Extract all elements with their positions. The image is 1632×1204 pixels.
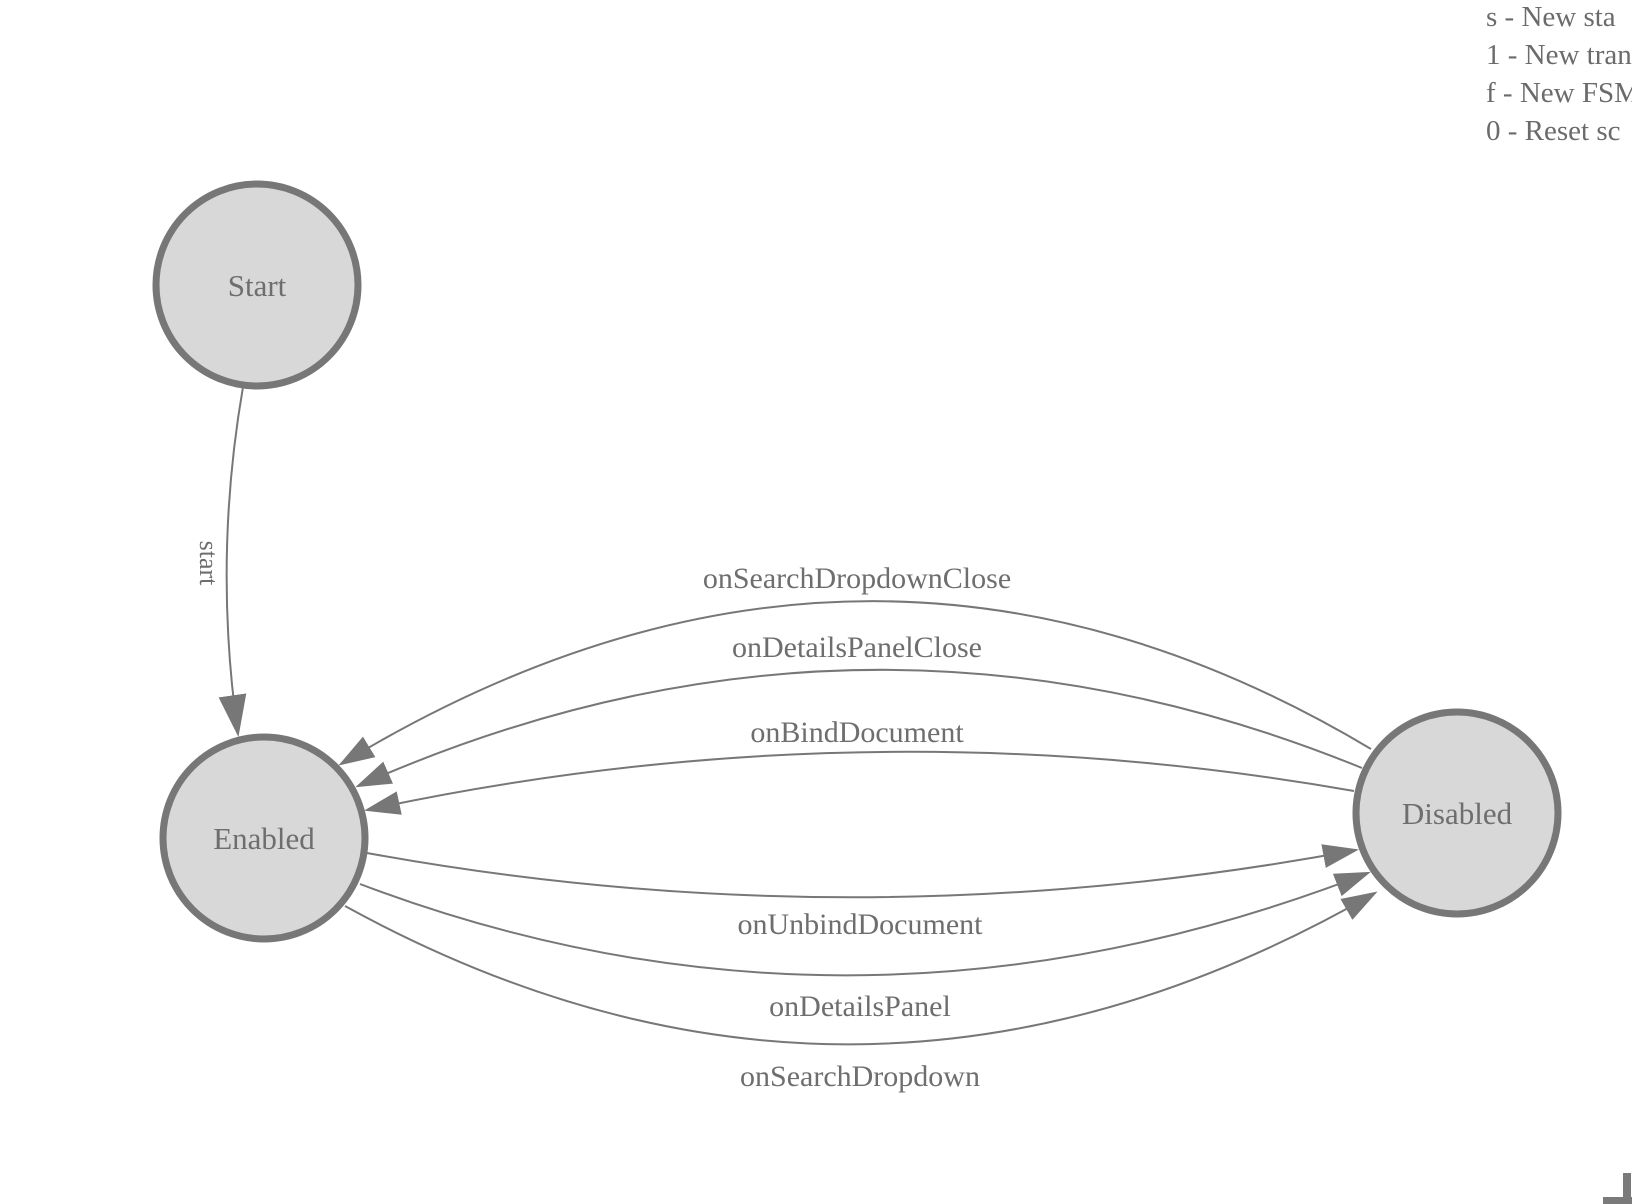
transition-onSearchDropdown-edge[interactable] bbox=[344, 891, 1378, 1046]
state-start-label: Start bbox=[228, 268, 287, 303]
transition-onDetailsPanelClose[interactable]: onDetailsPanelClose bbox=[355, 631, 1363, 788]
transition-onBindDocument[interactable]: onBindDocument bbox=[364, 716, 1355, 815]
shortcut-legend: s - New sta 1 - New tran f - New FSM 0 -… bbox=[1486, 0, 1632, 150]
transition-onUnbindDocument[interactable]: onUnbindDocument bbox=[366, 844, 1359, 941]
state-start-circle[interactable] bbox=[152, 180, 362, 390]
transition-start[interactable]: start bbox=[194, 386, 247, 737]
transition-onSearchDropdownClose[interactable]: onSearchDropdownClose bbox=[338, 562, 1372, 766]
state-disabled-label: Disabled bbox=[1402, 796, 1513, 831]
transition-onDetailsPanel-label[interactable]: onDetailsPanel bbox=[769, 990, 951, 1023]
legend-line-new-transition: 1 - New tran bbox=[1486, 39, 1632, 71]
transition-onUnbindDocument-label[interactable]: onUnbindDocument bbox=[738, 908, 984, 941]
transition-onDetailsPanel[interactable]: onDetailsPanel bbox=[359, 871, 1371, 1023]
state-enabled-label: Enabled bbox=[213, 821, 315, 856]
legend-line-reset: 0 - Reset sc bbox=[1486, 115, 1621, 147]
transition-onDetailsPanel-edge[interactable] bbox=[359, 871, 1371, 977]
transition-onUnbindDocument-edge[interactable] bbox=[366, 844, 1359, 899]
clipped-corner-element-vertical bbox=[1623, 1173, 1631, 1204]
legend-line-new-state: s - New sta bbox=[1486, 1, 1616, 33]
transition-start-edge[interactable] bbox=[218, 386, 247, 737]
state-disabled-circle[interactable] bbox=[1352, 708, 1562, 918]
transition-onSearchDropdown-label[interactable]: onSearchDropdown bbox=[740, 1060, 980, 1093]
clipped-corner-element-horizontal bbox=[1603, 1197, 1632, 1204]
state-enabled-circle[interactable] bbox=[159, 733, 369, 943]
transition-onSearchDropdown[interactable]: onSearchDropdown bbox=[344, 891, 1378, 1093]
state-enabled[interactable]: Enabled bbox=[159, 733, 369, 943]
transition-onBindDocument-edge[interactable] bbox=[364, 750, 1355, 815]
state-start[interactable]: Start bbox=[152, 180, 362, 390]
transition-onSearchDropdownClose-label[interactable]: onSearchDropdownClose bbox=[703, 562, 1011, 595]
legend-line-new-fsm: f - New FSM bbox=[1486, 77, 1632, 109]
transition-onBindDocument-label[interactable]: onBindDocument bbox=[750, 716, 964, 749]
transition-onDetailsPanelClose-edge[interactable] bbox=[355, 668, 1363, 788]
state-disabled[interactable]: Disabled bbox=[1352, 708, 1562, 918]
transition-start-label[interactable]: start bbox=[194, 541, 223, 587]
transition-onSearchDropdownClose-edge[interactable] bbox=[338, 600, 1372, 766]
transition-onDetailsPanelClose-label[interactable]: onDetailsPanelClose bbox=[732, 631, 982, 664]
